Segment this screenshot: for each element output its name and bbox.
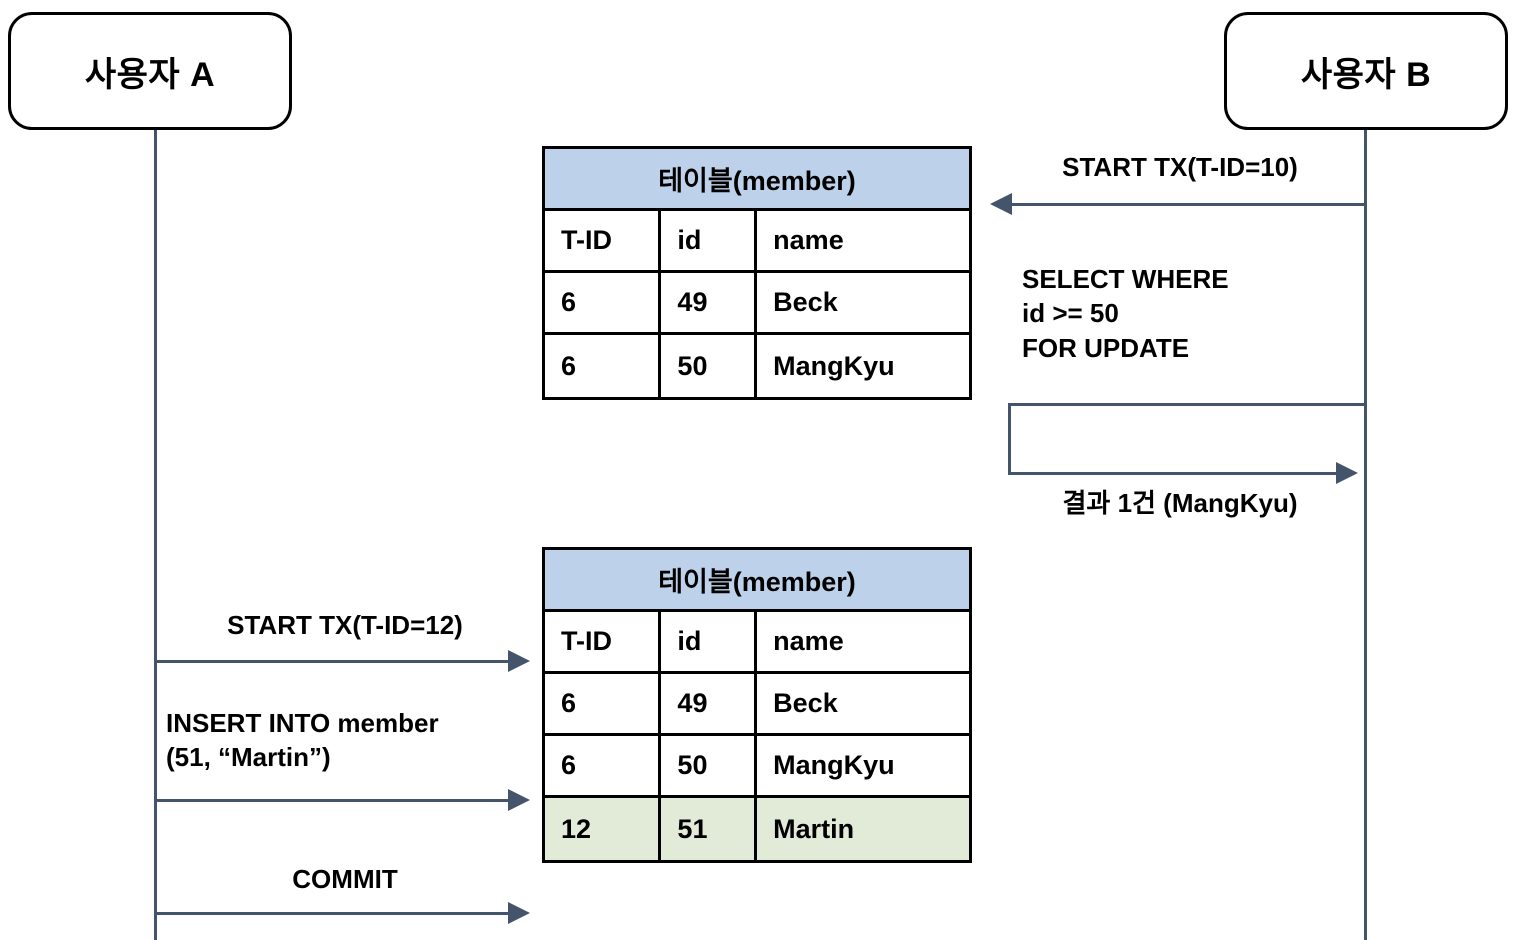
actor-box-user-a[interactable]: 사용자 A <box>8 12 292 130</box>
table-row: 6 50 MangKyu <box>545 736 969 798</box>
message-label-a-commit: COMMIT <box>292 864 398 894</box>
table-row: 6 49 Beck <box>545 674 969 736</box>
arrowhead-right-icon <box>508 789 530 811</box>
message-arrow-a-commit <box>155 912 510 915</box>
actor-label-user-a: 사용자 A <box>84 55 216 94</box>
arrowhead-right-icon <box>508 902 530 924</box>
table-row: 6 49 Beck <box>545 273 969 335</box>
return-arrow-vertical-segment <box>1008 403 1011 475</box>
message-label-b-start-tx: START TX(T-ID=10) <box>1062 152 1298 182</box>
actor-box-user-b[interactable]: 사용자 B <box>1224 12 1508 130</box>
table-member-bottom: 테이블(member) T-ID id name 6 49 Beck 6 50 … <box>542 547 972 863</box>
table-column-header: id <box>661 612 758 671</box>
table-member-top: 테이블(member) T-ID id name 6 49 Beck 6 50 … <box>542 146 972 400</box>
table-column-header: T-ID <box>545 612 662 671</box>
table-cell-id: 51 <box>661 798 758 860</box>
table-title: 테이블(member) <box>545 149 969 211</box>
arrowhead-left-icon <box>990 193 1012 215</box>
message-label-b-result: 결과 1건 (MangKyu) <box>1062 488 1298 518</box>
table-cell-id: 49 <box>661 273 758 332</box>
return-arrow-bottom-segment <box>1008 472 1342 475</box>
message-arrow-a-start-tx <box>155 660 510 663</box>
message-label-a-start-tx: START TX(T-ID=12) <box>227 610 463 640</box>
table-row: 6 50 MangKyu <box>545 335 969 397</box>
table-cell-id: 49 <box>661 674 758 733</box>
message-arrow-b-start-tx <box>1008 203 1365 206</box>
table-row-highlighted: 12 51 Martin <box>545 798 969 860</box>
table-cell-name: Martin <box>773 813 855 844</box>
table-cell-name: MangKyu <box>773 350 895 381</box>
table-cell-name: Beck <box>773 688 838 718</box>
table-cell-id: 50 <box>661 335 758 397</box>
table-column-header: T-ID <box>545 211 662 270</box>
table-cell-tid: 6 <box>545 736 662 795</box>
actor-label-user-b: 사용자 B <box>1300 55 1432 94</box>
table-cell-tid: 12 <box>545 798 662 860</box>
table-header-row: T-ID id name <box>545 211 969 273</box>
table-column-header: id <box>661 211 758 270</box>
table-column-header: name <box>773 626 844 656</box>
table-cell-id: 50 <box>661 736 758 795</box>
table-header-row: T-ID id name <box>545 612 969 674</box>
table-cell-tid: 6 <box>545 273 662 332</box>
arrowhead-right-icon <box>1336 462 1358 484</box>
lifeline-user-b <box>1364 130 1367 940</box>
message-arrow-a-insert <box>155 799 510 802</box>
message-label-a-insert: INSERT INTO member (51, “Martin”) <box>166 708 439 773</box>
arrowhead-right-icon <box>508 650 530 672</box>
table-cell-tid: 6 <box>545 335 662 397</box>
return-arrow-top-segment <box>1008 403 1365 406</box>
lifeline-user-a <box>154 130 157 940</box>
table-column-header: name <box>773 225 844 255</box>
table-cell-tid: 6 <box>545 674 662 733</box>
table-title: 테이블(member) <box>545 550 969 612</box>
table-cell-name: MangKyu <box>773 750 895 780</box>
table-cell-name: Beck <box>773 287 838 317</box>
message-label-b-select-for-update: SELECT WHERE id >= 50 FOR UPDATE <box>1022 264 1229 363</box>
